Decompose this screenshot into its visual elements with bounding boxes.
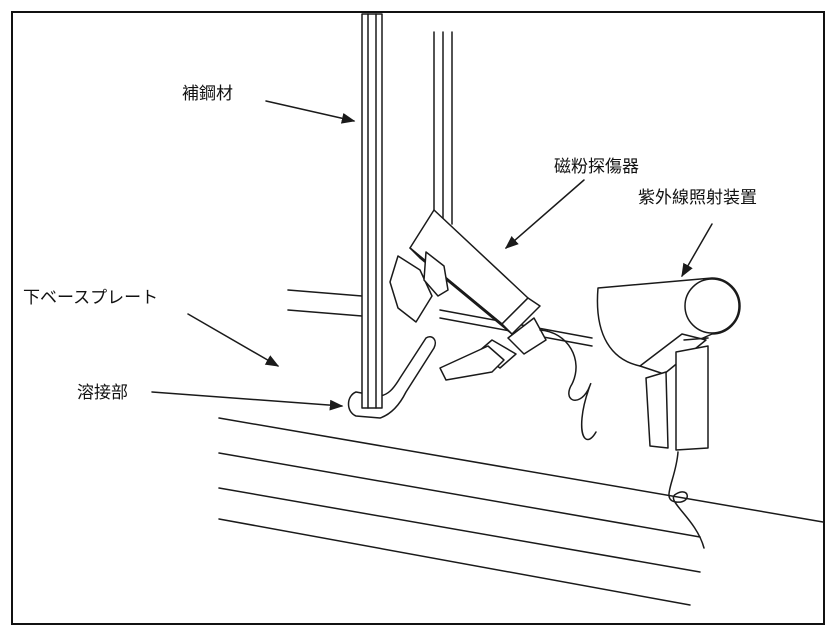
leader-arrows	[151, 100, 713, 411]
label-uv-device: 紫外線照射装置	[638, 188, 757, 208]
arrow-uv-device	[681, 223, 713, 278]
label-base-plate: 下ベースプレート	[23, 288, 158, 308]
base-plate-body	[218, 289, 824, 606]
label-stiffener: 補鋼材	[182, 84, 233, 104]
label-weld: 溶接部	[77, 383, 128, 403]
figure-frame	[11, 11, 825, 625]
arrow-base-plate	[187, 313, 280, 367]
arrow-weld	[151, 391, 344, 411]
arrow-stiffener	[265, 100, 356, 124]
arrow-mt-tester	[504, 179, 585, 249]
stiffener-member	[361, 13, 453, 409]
uv-irradiation-device	[596, 277, 741, 549]
label-mt-tester: 磁粉探傷器	[554, 157, 639, 177]
magnetic-particle-tester	[389, 209, 597, 441]
